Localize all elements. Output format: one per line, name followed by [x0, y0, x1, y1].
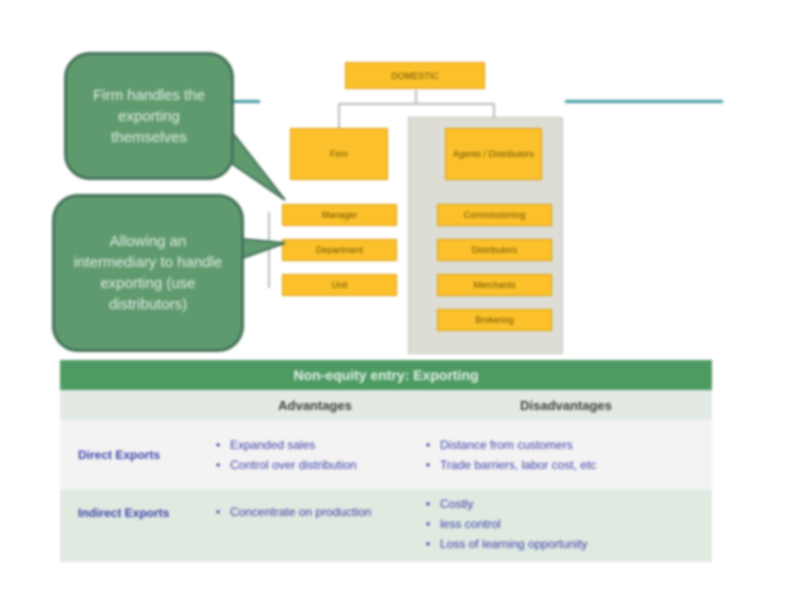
table-header-row: Advantages Disadvantages [60, 390, 712, 420]
org-right-item-2: Distributors [437, 239, 552, 261]
list-item: less control [426, 514, 712, 534]
list-item: Costly [426, 494, 712, 514]
table-row: Indirect Exports Concentrate on producti… [60, 490, 712, 562]
list-item: Distance from customers [426, 435, 596, 455]
connector [338, 103, 340, 128]
org-agents-box: Agents / Distributors [445, 128, 542, 180]
list-item: Control over distribution [216, 455, 357, 475]
table-title: Non-equity entry: Exporting [60, 360, 712, 390]
decorative-line-right [565, 100, 723, 103]
list-item: Trade barriers, labor cost, etc [426, 455, 596, 475]
list-item: Concentrate on production [216, 502, 380, 522]
row-label-indirect: Indirect Exports [78, 506, 170, 520]
cell-advantages: Expanded sales Control over distribution [210, 420, 420, 490]
table-header-advantages: Advantages [278, 397, 352, 413]
connector [338, 103, 495, 105]
callout-direct-exporting: Firm handles the exporting themselves [64, 52, 234, 180]
connector [493, 103, 495, 128]
org-right-item-1: Commissioning [437, 204, 552, 226]
cell-disadvantages: Distance from customers Trade barriers, … [420, 420, 712, 490]
table-row: Direct Exports Expanded sales Control ov… [60, 420, 712, 490]
callout-indirect-exporting: Allowing an intermediary to handle expor… [52, 194, 244, 352]
org-left-item-3: Unit [282, 274, 397, 296]
connector [415, 90, 417, 104]
table-header-disadvantages: Disadvantages [520, 397, 612, 413]
cell-disadvantages: Costly less control Loss of learning opp… [420, 490, 712, 562]
org-firm-box: Firm [290, 128, 388, 180]
org-right-item-4: Brokering [437, 309, 552, 331]
decorative-line-left [232, 100, 260, 103]
list-item: Expanded sales [216, 435, 357, 455]
cell-advantages: Concentrate on production [210, 490, 420, 562]
table-header-empty [60, 390, 210, 420]
row-label-direct: Direct Exports [78, 448, 161, 462]
org-left-item-2: Department [282, 239, 397, 261]
exporting-table: Non-equity entry: Exporting Advantages D… [60, 360, 712, 562]
connector [268, 212, 270, 288]
org-right-item-3: Merchants [437, 274, 552, 296]
org-root-box: DOMESTIC [345, 62, 485, 89]
list-item: Loss of learning opportunity [426, 534, 712, 554]
org-left-item-1: Manager [282, 204, 397, 226]
